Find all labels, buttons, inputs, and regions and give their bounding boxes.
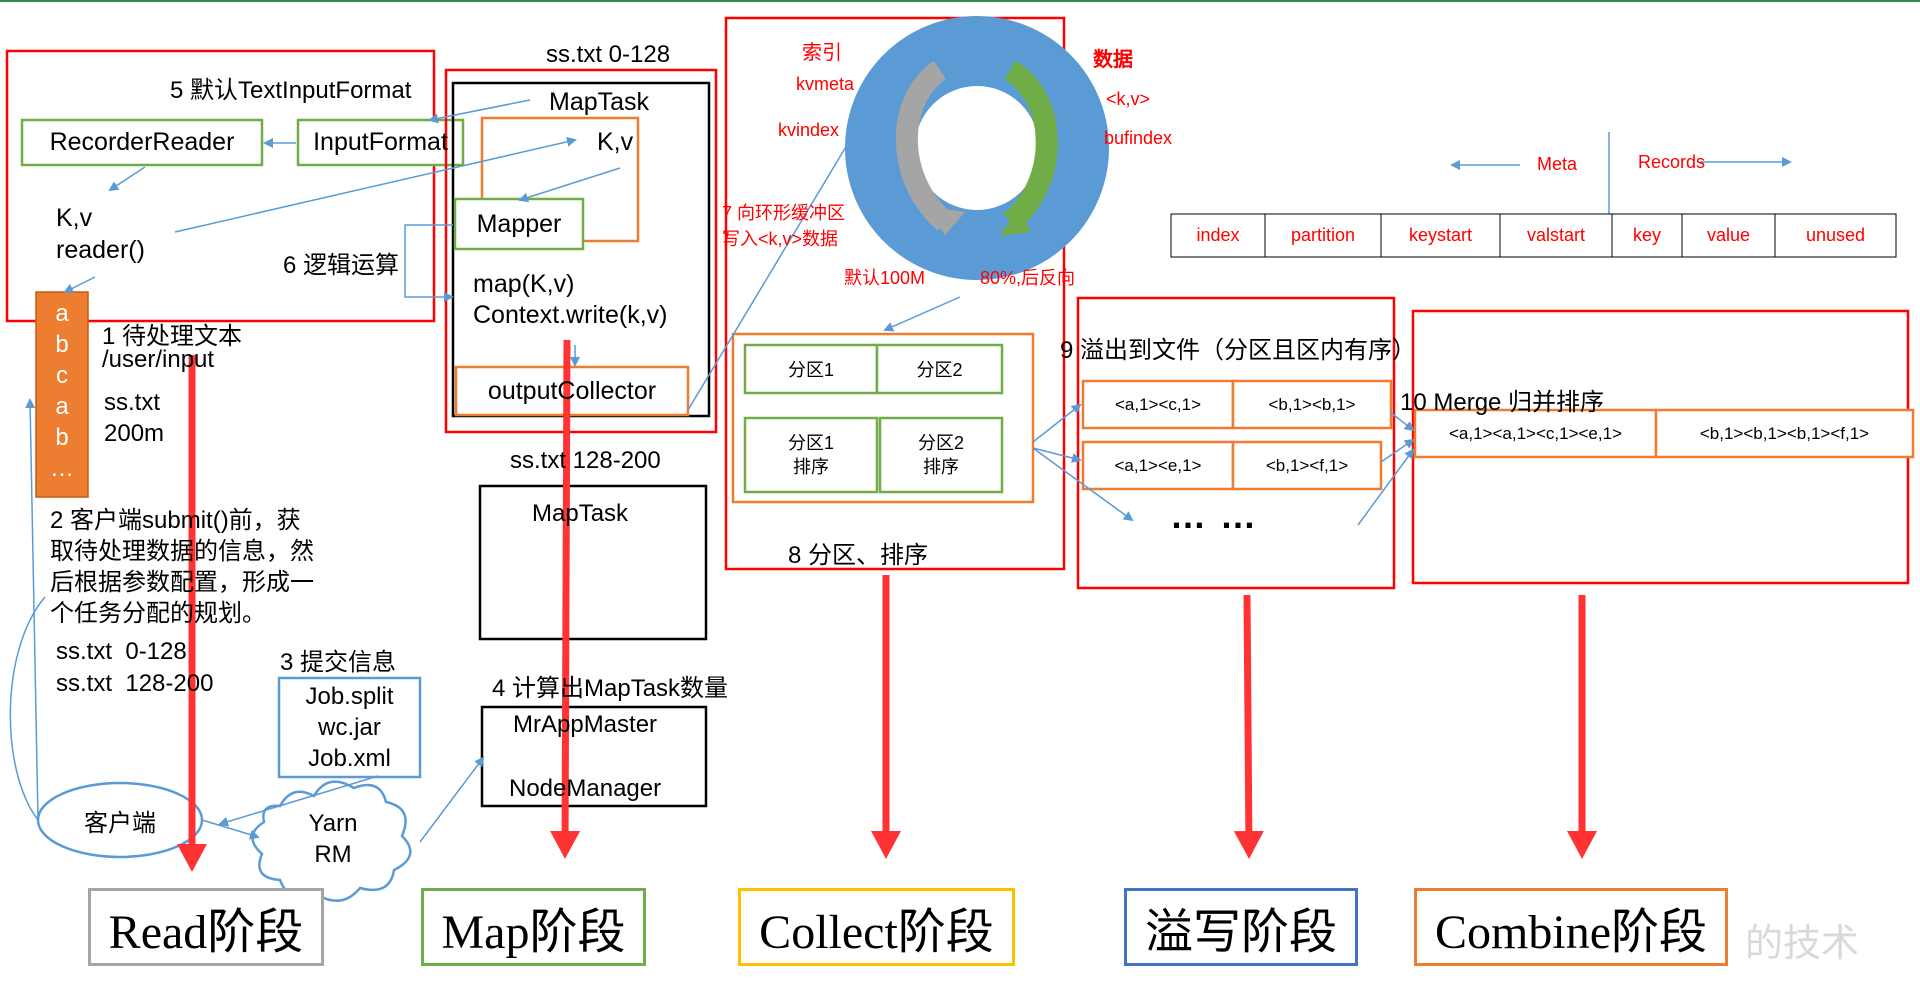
input-file-size: 200m (104, 420, 165, 447)
spill-title: 9 溢出到文件（分区且区内有序） (1060, 337, 1417, 364)
stage-collect: Collect阶段 (738, 888, 1015, 966)
output-collector-box (454, 365, 690, 417)
stage-spill: 溢写阶段 (1124, 888, 1358, 966)
merge-title: 10 Merge 归并排序 (1400, 389, 1605, 416)
recorder-reader-label: RecorderReader (49, 128, 235, 156)
map-call: map(K,v) (473, 270, 575, 298)
kvmeta-label: kvmeta (796, 74, 855, 94)
map-section-frame (444, 68, 718, 434)
text-file-bar (35, 291, 89, 498)
input-title: 1 待处理文本 (102, 323, 243, 350)
context-write: Context.write(k,v) (473, 301, 668, 329)
spill-section-frame (1076, 296, 1396, 590)
bufindex-label: bufindex (1104, 128, 1173, 148)
input-path: /user/input (102, 346, 215, 373)
ring-arrow-green (1002, 60, 1058, 231)
split-label-1: ss.txt 0-128 (546, 41, 671, 68)
nodemanager-label: NodeManager (509, 775, 662, 802)
write-buffer-note: 7 向环形缓冲区 写入<k,v>数据 (722, 203, 846, 249)
spill-cell-3: <a,1><e,1> (1114, 455, 1202, 475)
maptask-2-label: MapTask (532, 500, 629, 527)
meta-col-index: index (1196, 225, 1240, 245)
input-file-name: ss.txt (104, 389, 161, 416)
spill-cell-1: <a,1><c,1> (1114, 394, 1202, 414)
spill-cell-2: <b,1><b,1> (1268, 394, 1356, 414)
split-line-1: ss.txt 0-128 (56, 638, 187, 665)
default-format-label: 5 默认TextInputFormat (170, 77, 412, 104)
yarn-cloud (251, 780, 412, 902)
partition-1-sorted: 分区1 排序 (787, 433, 834, 477)
meta-col-keystart: keystart (1408, 225, 1473, 245)
input-format-box (296, 118, 465, 167)
reader-call-label: reader() (56, 236, 145, 264)
merge-cell-1: <a,1><a,1><c,1><e,1> (1449, 423, 1622, 443)
spill-cell-4: <b,1><f,1> (1265, 455, 1349, 475)
mapper-label: Mapper (476, 209, 562, 238)
submit-info-label: 3 提交信息 (280, 649, 397, 676)
input-format-label: InputFormat (313, 128, 448, 156)
meta-label: Meta (1537, 154, 1578, 174)
index-label: 索引 (802, 42, 842, 64)
data-label: 数据 (1093, 49, 1133, 71)
meta-col-unused: unused (1805, 225, 1866, 245)
maptask-2-box (478, 484, 708, 641)
mrappmaster-label: MrAppMaster (513, 711, 658, 738)
reverse-threshold-label: 80%,后反向 (980, 268, 1076, 288)
meta-col-valstart: valstart (1526, 225, 1586, 245)
logic-label: 6 逻辑运算 (283, 252, 400, 279)
records-label: Records (1638, 152, 1706, 172)
kvindex-label: kvindex (778, 120, 840, 140)
partition-2: 分区2 (916, 360, 963, 380)
spill-ellipsis: … … (1170, 495, 1259, 536)
default-size-label: 默认100M (844, 268, 926, 288)
read-section-frame (5, 49, 436, 323)
kv-pair-label: <k,v> (1106, 89, 1151, 109)
recorder-reader-box (20, 118, 264, 167)
collect-section-frame (724, 16, 1066, 571)
mapper-kv-label: K,v (597, 128, 634, 156)
maptask-count-label: 4 计算出MapTask数量 (492, 675, 729, 702)
split-line-2: ss.txt 128-200 (56, 670, 214, 697)
reader-kv-label: K,v (56, 204, 93, 232)
meta-col-partition: partition (1290, 225, 1356, 245)
ring-arrow-gray (895, 60, 953, 231)
stage-map: Map阶段 (421, 888, 646, 966)
client-label: 客户端 (84, 809, 156, 837)
job-files-box (277, 676, 422, 779)
partition-1: 分区1 (787, 360, 834, 380)
partition-2-sorted: 分区2 排序 (917, 433, 964, 477)
meta-col-key: key (1632, 225, 1661, 245)
stage-combine: Combine阶段 (1414, 888, 1728, 966)
output-collector-label: outputCollector (487, 376, 657, 405)
split-label-2: ss.txt 128-200 (510, 447, 661, 474)
yarn-rm-label: Yarn RM (308, 810, 358, 868)
partition-frame (731, 332, 1035, 504)
partition-sort-label: 8 分区、排序 (788, 542, 929, 569)
mrappmaster-box (480, 705, 708, 808)
maptask-1-label: MapTask (549, 88, 650, 116)
merge-cell-2: <b,1><b,1><b,1><f,1> (1699, 423, 1870, 443)
watermark: 的技术 (1745, 923, 1860, 965)
stage-read: Read阶段 (88, 888, 324, 966)
client-planning-note: 2 客户端submit()前，获 取待处理数据的信息，然 后根据参数配置，形成一… (50, 507, 314, 627)
job-files-label: Job.split wc.jar Job.xml (305, 683, 394, 772)
meta-col-value: value (1706, 225, 1751, 245)
text-file-content: a b c a b … (50, 300, 74, 482)
